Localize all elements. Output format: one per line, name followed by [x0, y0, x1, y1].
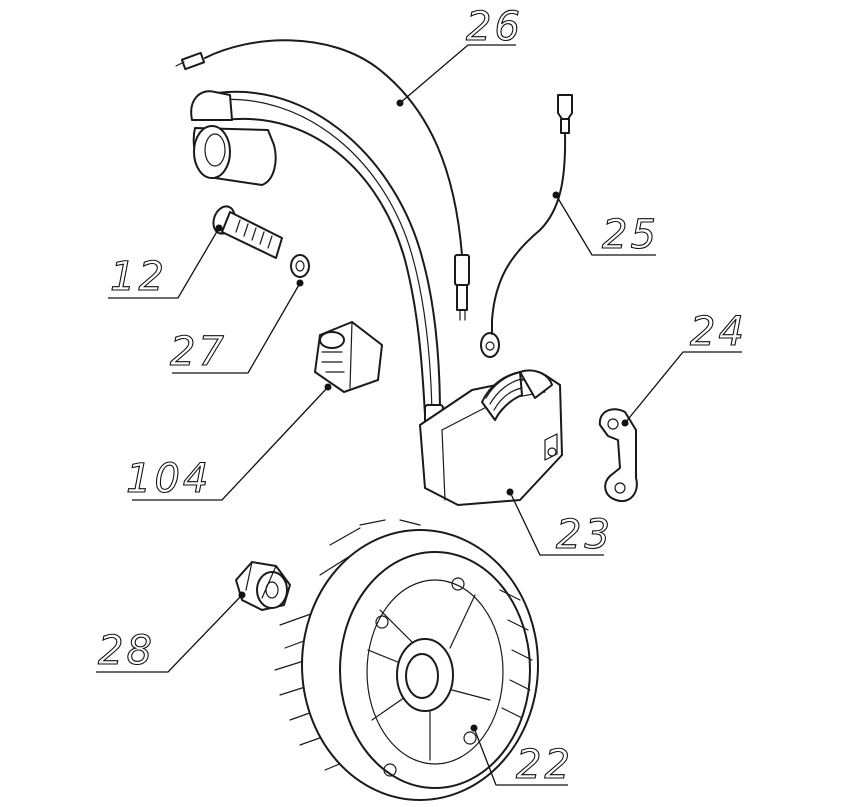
callout-28: 28 — [96, 591, 246, 675]
callout-label: 28 — [98, 628, 155, 674]
callout-label: 26 — [466, 4, 523, 50]
callout-24: 24 — [621, 308, 747, 427]
part-22-flywheel — [274, 519, 539, 801]
part-24-bracket — [598, 408, 638, 503]
callout-104: 104 — [125, 383, 332, 503]
part-25-ground-wire — [480, 94, 573, 358]
callout-22: 22 — [470, 724, 573, 789]
callout-label: 25 — [602, 212, 659, 258]
part-23-ignition-coil — [419, 369, 563, 506]
callout-23: 23 — [506, 488, 613, 559]
callout-label: 24 — [690, 309, 747, 355]
callout-label: 27 — [170, 329, 227, 375]
callout-25: 25 — [552, 191, 659, 259]
callout-label: 12 — [110, 254, 167, 300]
callout-label: 104 — [126, 456, 211, 502]
callout-12: 12 — [108, 224, 223, 301]
part-26-ignition-lead — [175, 39, 470, 428]
callout-label: 22 — [516, 742, 573, 788]
part-28-nut — [235, 561, 291, 611]
callout-27: 27 — [169, 279, 304, 376]
callout-label: 23 — [556, 512, 613, 558]
part-104-spacer — [314, 321, 383, 393]
part-12-screw — [212, 205, 283, 259]
callout-26: 26 — [396, 3, 523, 107]
part-27-washer — [290, 254, 310, 278]
